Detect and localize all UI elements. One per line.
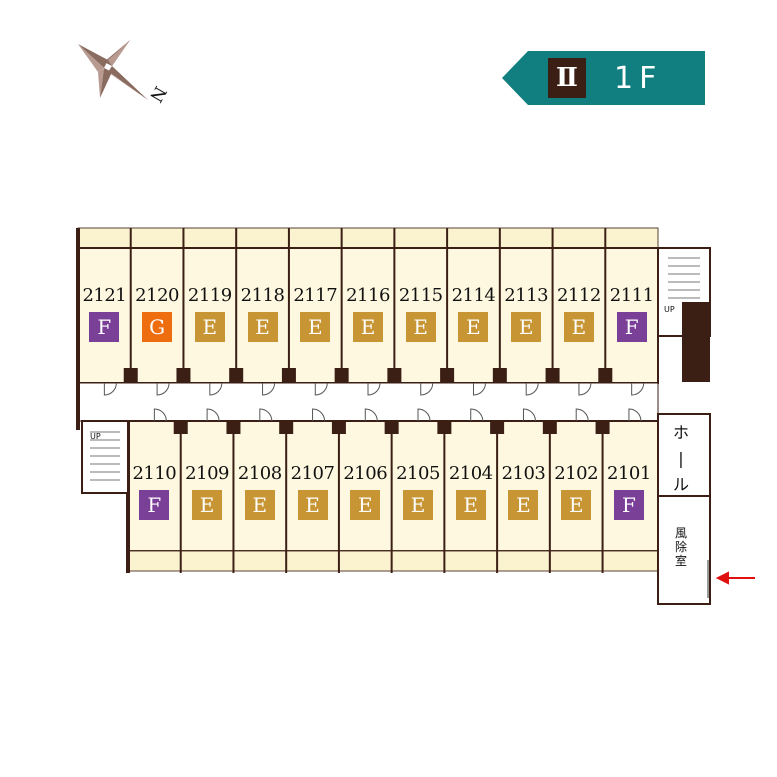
vestibule bbox=[657, 495, 711, 605]
room-type-badge: E bbox=[455, 490, 486, 520]
room-type-badge: E bbox=[353, 312, 383, 342]
room-number: 2114 bbox=[451, 285, 496, 306]
room-number: 2115 bbox=[398, 285, 443, 306]
room-type-badge: E bbox=[244, 490, 275, 520]
room-number: 2120 bbox=[135, 285, 179, 306]
west-stair-up-label: UP bbox=[90, 432, 101, 441]
room-number: 2121 bbox=[82, 285, 127, 306]
room-number: 2106 bbox=[343, 463, 388, 484]
room-number: 2119 bbox=[187, 285, 232, 306]
room-number: 2118 bbox=[240, 285, 285, 306]
room-type-badge: E bbox=[561, 490, 592, 520]
room-number: 2103 bbox=[501, 463, 546, 484]
west-stair bbox=[81, 420, 129, 494]
room-number: 2110 bbox=[132, 463, 177, 484]
room-number: 2101 bbox=[607, 463, 651, 484]
room-type-badge: E bbox=[194, 312, 225, 342]
vestibule-label: 風除室 bbox=[674, 526, 687, 568]
room-number: 2105 bbox=[396, 463, 440, 484]
room-type-badge: E bbox=[405, 312, 436, 342]
room-type-badge: E bbox=[192, 490, 223, 520]
room-type-badge: E bbox=[300, 312, 331, 342]
room-number: 2112 bbox=[557, 285, 601, 306]
compass-star-icon bbox=[78, 40, 148, 100]
room-type-badge: E bbox=[297, 490, 328, 520]
room-number: 2111 bbox=[609, 285, 654, 306]
hall bbox=[657, 413, 711, 497]
room-type-badge: E bbox=[563, 312, 594, 342]
room-type-badge: E bbox=[511, 312, 542, 342]
room-type-badge: F bbox=[139, 490, 170, 520]
room-number: 2116 bbox=[346, 285, 390, 306]
room-type-badge: E bbox=[247, 312, 278, 342]
building-badge: Ⅱ bbox=[548, 58, 586, 98]
room-type-badge: E bbox=[403, 490, 433, 520]
room-number: 2113 bbox=[504, 285, 549, 306]
north-balcony bbox=[77, 227, 659, 249]
room-type-badge: F bbox=[613, 490, 644, 520]
east-core bbox=[682, 302, 710, 382]
room-type-badge: F bbox=[616, 312, 647, 342]
room-number: 2107 bbox=[290, 463, 335, 484]
room-type-badge: F bbox=[89, 312, 120, 342]
south-balcony bbox=[127, 550, 659, 572]
room-number: 2102 bbox=[554, 463, 599, 484]
east-stair-up-label: UP bbox=[664, 305, 675, 314]
room-number: 2108 bbox=[237, 463, 282, 484]
room-type-badge: G bbox=[142, 312, 173, 342]
room-number: 2104 bbox=[448, 463, 493, 484]
room-type-badge: E bbox=[508, 490, 539, 520]
floor-label: 1F bbox=[614, 60, 663, 96]
room-type-badge: E bbox=[350, 490, 381, 520]
hall-label: ホ|ル bbox=[672, 423, 689, 494]
room-number: 2109 bbox=[185, 463, 229, 484]
room-type-badge: E bbox=[458, 312, 489, 342]
entrance-arrow bbox=[715, 571, 755, 585]
room-number: 2117 bbox=[293, 285, 338, 306]
